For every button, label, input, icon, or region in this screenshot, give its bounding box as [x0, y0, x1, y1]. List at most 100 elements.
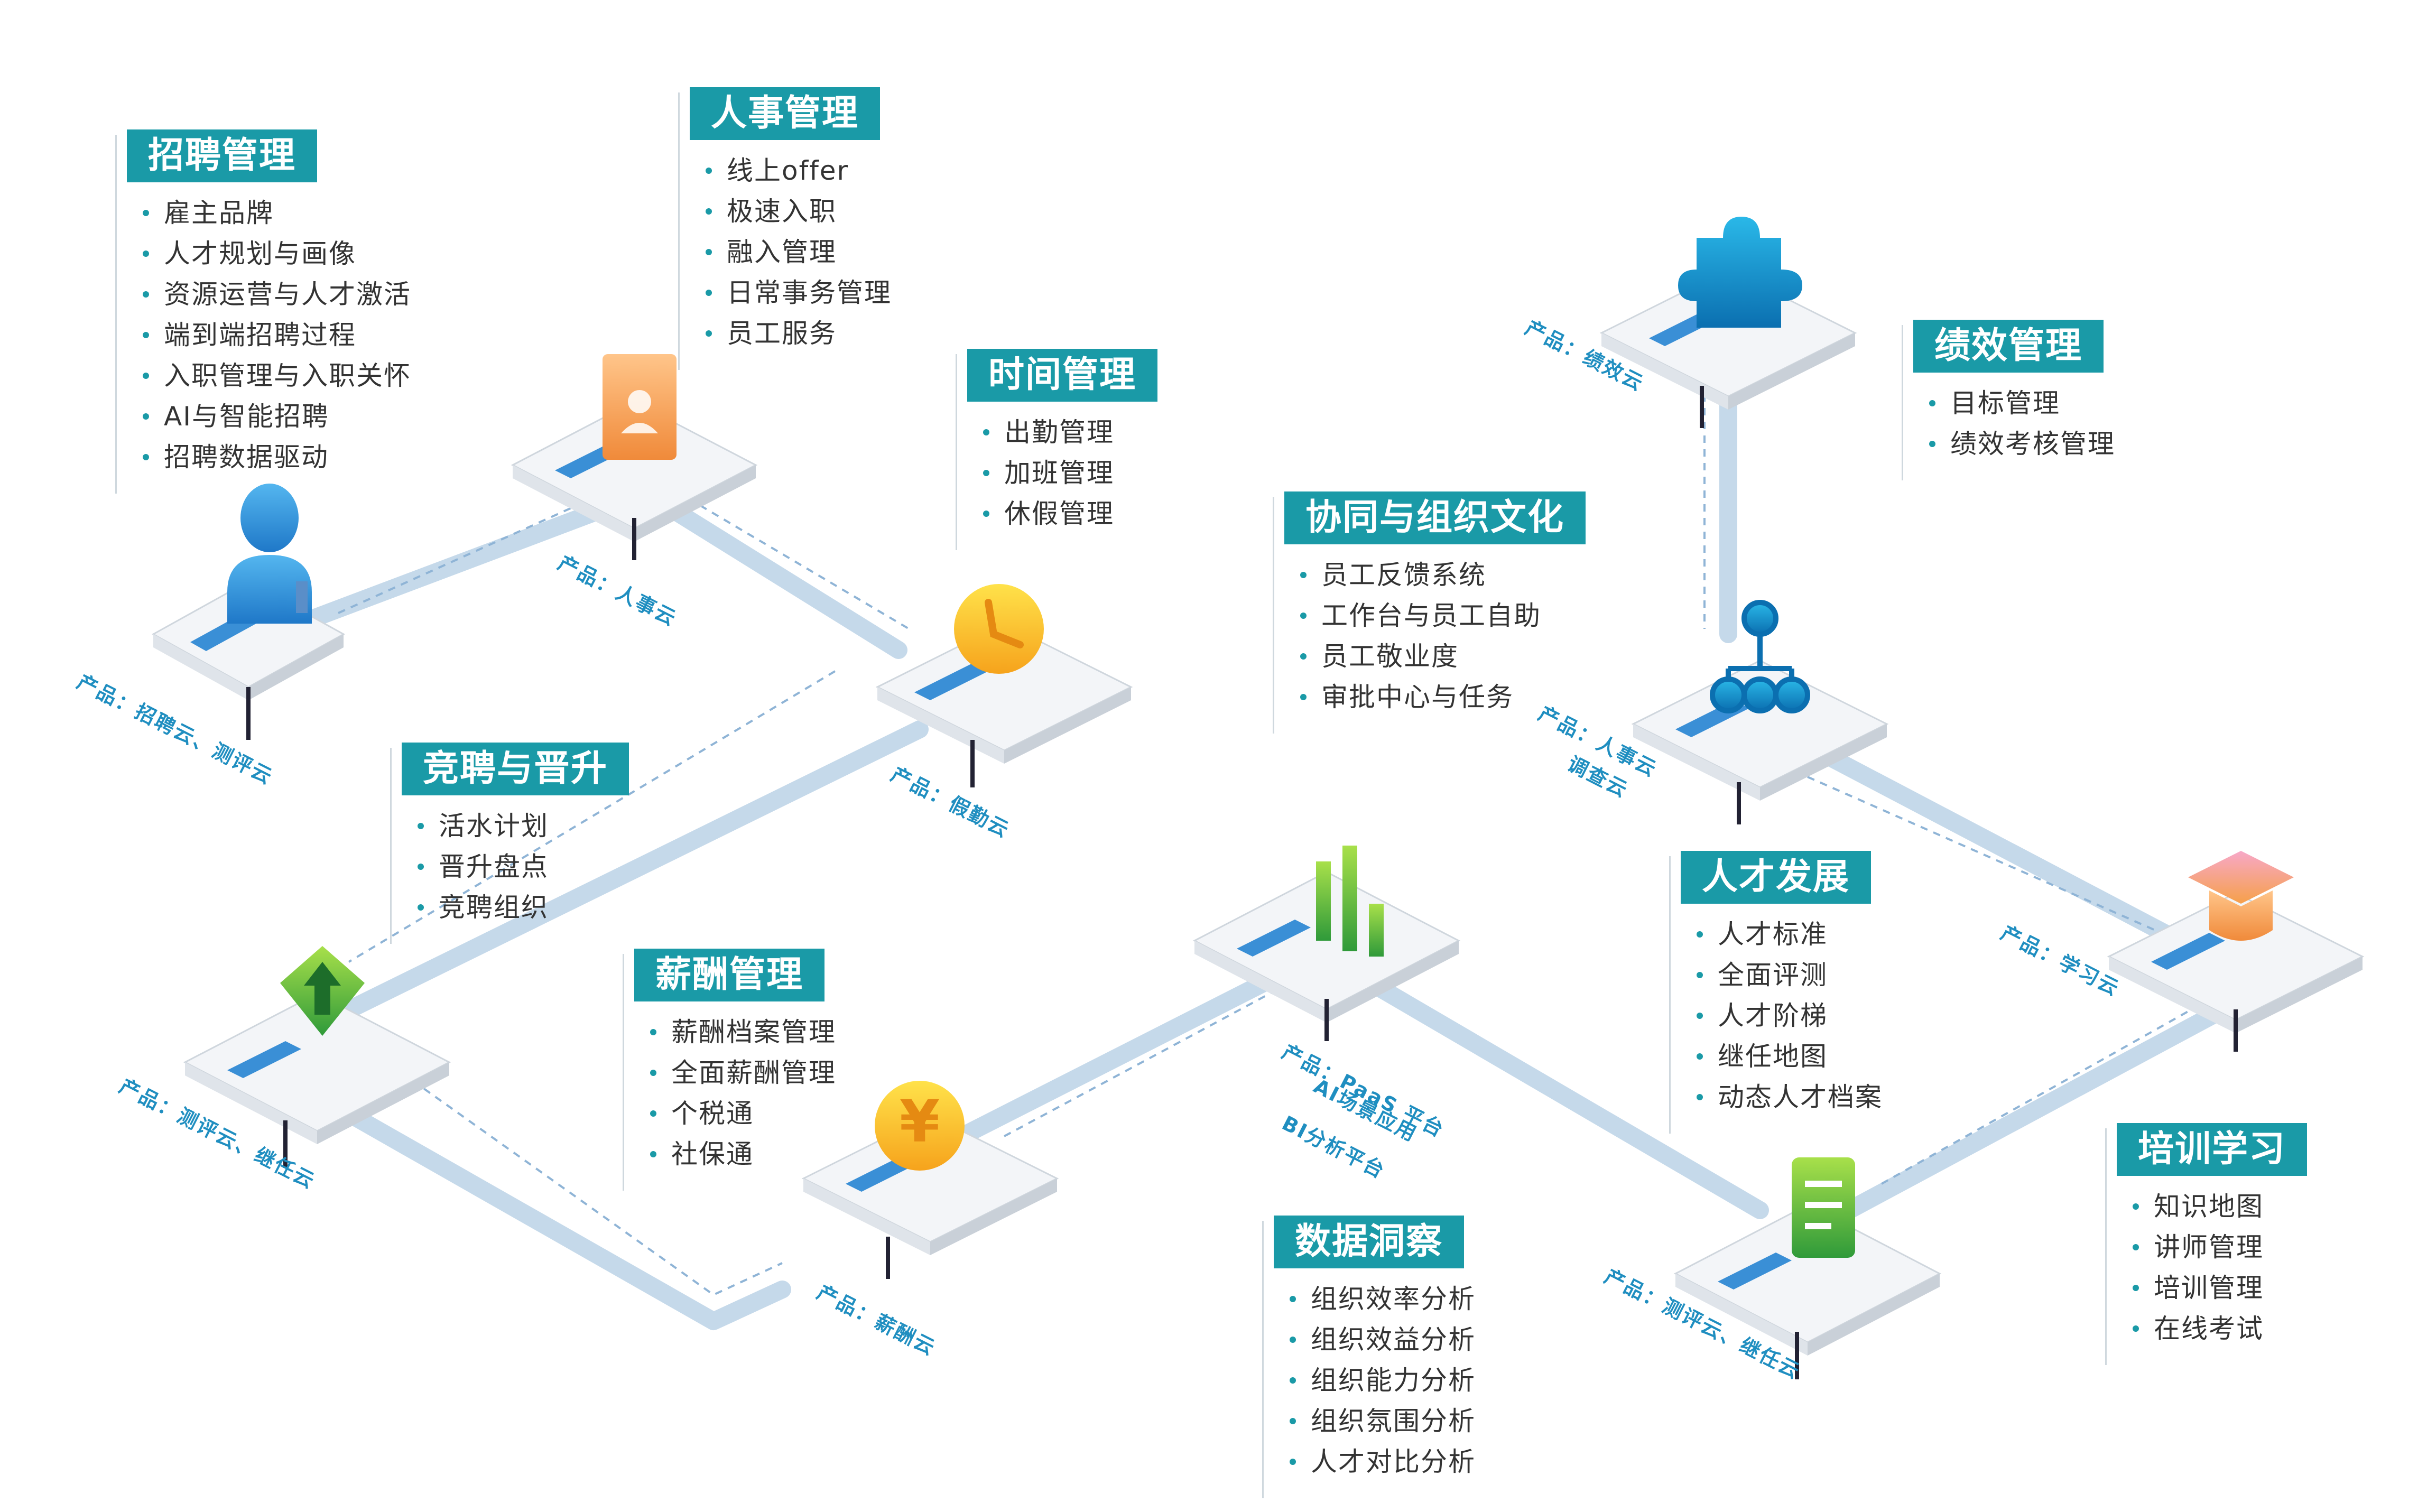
list-item: 组织氛围分析: [1290, 1401, 1476, 1442]
culture-panel: 协同与组织文化 员工反馈系统 工作台与员工自助 员工敬业度 审批中心与任务: [1273, 491, 1586, 734]
culture-title: 协同与组织文化: [1284, 491, 1586, 544]
platform-recruit: [151, 484, 346, 740]
org-tree-icon: [1710, 600, 1810, 713]
performance-list: 目标管理 绩效考核管理: [1913, 383, 2115, 465]
list-item: 目标管理: [1929, 383, 2115, 424]
path-salary-data: [953, 958, 1304, 1145]
person-bust-icon: [227, 484, 312, 624]
salary-list: 薪酬档案管理 全面薪酬管理 个税通 社保通: [634, 1012, 836, 1175]
path-talent-training: [1830, 974, 2282, 1225]
list-item: 端到端招聘过程: [143, 315, 411, 356]
data-panel: 数据洞察 组织效率分析 组织效益分析 组织能力分析 组织氛围分析 人才对比分析: [1262, 1216, 1476, 1498]
list-item: 组织效益分析: [1290, 1320, 1476, 1360]
list-item: AI与智能招聘: [143, 396, 411, 437]
list-item: 讲师管理: [2133, 1227, 2307, 1268]
list-item: 员工敬业度: [1300, 636, 1586, 677]
list-item: 员工服务: [706, 313, 892, 354]
list-item: 员工反馈系统: [1300, 555, 1586, 596]
list-item: 入职管理与入职关怀: [143, 356, 411, 396]
hr-list: 线上offer 极速入职 融入管理 日常事务管理 员工服务: [690, 151, 892, 354]
list-item: 线上offer: [706, 151, 892, 191]
hr-title: 人事管理: [690, 87, 881, 140]
list-item: 极速入职: [706, 191, 892, 232]
training-panel: 培训学习 知识地图 讲师管理 培训管理 在线考试: [2105, 1123, 2308, 1365]
bar-chart-icon: [1316, 846, 1384, 957]
path-data-talent: [1344, 963, 1769, 1219]
list-item: 日常事务管理: [706, 273, 892, 313]
promotion-list: 活水计划 晋升盘点 竞聘组织: [402, 806, 629, 928]
recruit-panel: 招聘管理 雇主品牌 人才规划与画像 资源运营与人才激活 端到端招聘过程 入职管理…: [115, 129, 411, 494]
list-item: 工作台与员工自助: [1300, 596, 1586, 636]
list-item: 薪酬档案管理: [650, 1012, 836, 1053]
list-item: 竞聘组织: [418, 887, 629, 928]
list-item: 出勤管理: [983, 412, 1157, 453]
list-item: 招聘数据驱动: [143, 437, 411, 478]
list-item: 雇主品牌: [143, 193, 411, 234]
platform-promotion: [183, 946, 451, 1168]
list-item: 动态人才档案: [1697, 1077, 1883, 1118]
list-item: 人才标准: [1697, 914, 1883, 955]
recruit-list: 雇主品牌 人才规划与画像 资源运营与人才激活 端到端招聘过程 入职管理与入职关怀…: [127, 193, 411, 478]
training-title: 培训学习: [2117, 1123, 2308, 1176]
talent-list: 人才标准 全面评测 人才阶梯 继任地图 动态人才档案: [1681, 914, 1883, 1118]
data-title: 数据洞察: [1274, 1216, 1465, 1268]
list-item: 人才阶梯: [1697, 996, 1883, 1036]
salary-title: 薪酬管理: [634, 949, 825, 1001]
list-item: 社保通: [650, 1134, 836, 1175]
list-item: 培训管理: [2133, 1268, 2307, 1309]
talent-panel: 人才发展 人才标准 全面评测 人才阶梯 继任地图 动态人才档案: [1669, 851, 1883, 1134]
platform-time: [875, 584, 1133, 787]
list-item: 全面薪酬管理: [650, 1053, 836, 1093]
path-promotion-salary: [287, 1074, 791, 1330]
list-item: 资源运营与人才激活: [143, 274, 411, 315]
list-item: 全面评测: [1697, 955, 1883, 996]
hr-panel: 人事管理 线上offer 极速入职 融入管理 日常事务管理 员工服务: [678, 87, 892, 370]
platform-data: [1192, 846, 1461, 1041]
yen-coin-icon: ¥: [875, 1081, 965, 1171]
time-list: 出勤管理 加班管理 休假管理: [967, 412, 1157, 534]
platform-performance: [1599, 217, 1857, 428]
graduation-cap-icon: [2188, 851, 2294, 941]
platform-culture: [1631, 600, 1889, 824]
platform-talent: [1673, 1157, 1942, 1379]
performance-title: 绩效管理: [1913, 320, 2104, 373]
salary-panel: 薪酬管理 薪酬档案管理 全面薪酬管理 个税通 社保通: [623, 949, 836, 1191]
list-item: 人才对比分析: [1290, 1442, 1476, 1482]
document-icon: [1792, 1157, 1855, 1258]
list-item: 加班管理: [983, 453, 1157, 494]
list-item: 组织能力分析: [1290, 1360, 1476, 1401]
platform-hr: [511, 354, 758, 560]
list-item: 组织效率分析: [1290, 1279, 1476, 1320]
list-item: 知识地图: [2133, 1186, 2307, 1227]
path-recruit-hr: [276, 498, 617, 638]
list-item: 人才规划与画像: [143, 234, 411, 274]
path-hr-time: [652, 493, 907, 659]
path-time-promotion: [287, 720, 929, 1045]
promotion-title: 竞聘与晋升: [402, 743, 629, 795]
list-item: 晋升盘点: [418, 847, 629, 887]
dashed-guides: [338, 381, 2220, 1296]
clock-icon: [954, 584, 1044, 674]
list-item: 休假管理: [983, 494, 1157, 534]
recruit-title: 招聘管理: [127, 129, 318, 182]
list-item: 继任地图: [1697, 1036, 1883, 1077]
list-item: 绩效考核管理: [1929, 424, 2115, 465]
id-card-icon: [603, 354, 677, 460]
path-culture-training: [1788, 731, 2218, 966]
list-item: 在线考试: [2133, 1309, 2307, 1349]
promotion-panel: 竞聘与晋升 活水计划 晋升盘点 竞聘组织: [390, 743, 629, 944]
training-list: 知识地图 讲师管理 培训管理 在线考试: [2117, 1186, 2307, 1349]
platform-salary: ¥: [801, 1081, 1059, 1279]
talent-title: 人才发展: [1681, 851, 1872, 904]
svg-text:¥: ¥: [900, 1088, 940, 1155]
list-item: 活水计划: [418, 806, 629, 847]
list-item: 融入管理: [706, 232, 892, 273]
up-arrow-icon: [280, 946, 365, 1036]
data-list: 组织效率分析 组织效益分析 组织能力分析 组织氛围分析 人才对比分析: [1274, 1279, 1476, 1482]
time-title: 时间管理: [967, 349, 1158, 402]
puzzle-icon: [1678, 217, 1802, 328]
list-item: 审批中心与任务: [1300, 677, 1586, 718]
list-item: 个税通: [650, 1093, 836, 1134]
culture-list: 员工反馈系统 工作台与员工自助 员工敬业度 审批中心与任务: [1284, 555, 1586, 718]
